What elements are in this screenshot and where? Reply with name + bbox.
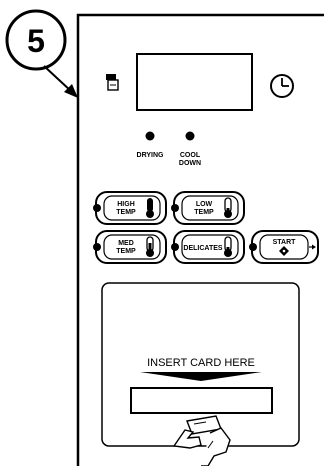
thermometer-icon (224, 197, 232, 218)
arrow-down-icon (140, 372, 262, 381)
high-temp-label-line1: HIGH (117, 201, 135, 208)
cool-down-label-line1: COOL (180, 152, 201, 159)
delicates-button[interactable]: DELICATES (171, 230, 245, 264)
display-screen (136, 53, 253, 111)
low-temp-label-line2: TEMP (194, 209, 214, 216)
cool-down-label-line2: DOWN (179, 160, 201, 167)
high-temp-indicator-light (93, 204, 101, 212)
med-temp-indicator-light (93, 243, 101, 251)
panel-border (76, 13, 324, 466)
callout-arrowhead (64, 84, 78, 98)
low-temp-button[interactable]: LOW TEMP (171, 191, 245, 225)
delicates-label: DELICATES (183, 245, 222, 252)
low-temp-label-line1: LOW (196, 201, 213, 208)
thermometer-icon (224, 236, 232, 257)
step-circle (5, 9, 67, 71)
med-temp-label-line1: MED (118, 240, 134, 247)
start-indicator-light (249, 243, 257, 251)
insert-card-label: INSERT CARD HERE (147, 357, 255, 369)
step-callout: 5 (5, 9, 78, 98)
clock-icon (270, 74, 294, 98)
card-icon (106, 74, 119, 91)
hand-with-card-icon (172, 415, 231, 466)
low-temp-indicator-light (171, 204, 179, 212)
callout-line (43, 65, 73, 93)
med-temp-button[interactable]: MED TEMP (93, 230, 167, 264)
delicates-indicator-light (171, 243, 179, 251)
drying-label: DRYING (137, 152, 165, 159)
start-button[interactable]: START (249, 230, 319, 264)
high-temp-button[interactable]: HIGH TEMP (93, 191, 167, 225)
drying-indicator-light (145, 131, 155, 141)
high-temp-label-line2: TEMP (116, 209, 136, 216)
med-temp-label-line2: TEMP (116, 248, 136, 255)
card-slot[interactable] (130, 387, 273, 414)
arrow-right-icon (309, 244, 316, 250)
cool-down-indicator-light (185, 131, 195, 141)
thermometer-icon (146, 198, 154, 218)
start-label: START (273, 239, 297, 246)
thermometer-icon (146, 236, 154, 257)
step-number: 5 (27, 23, 45, 59)
diamond-icon (279, 246, 289, 256)
